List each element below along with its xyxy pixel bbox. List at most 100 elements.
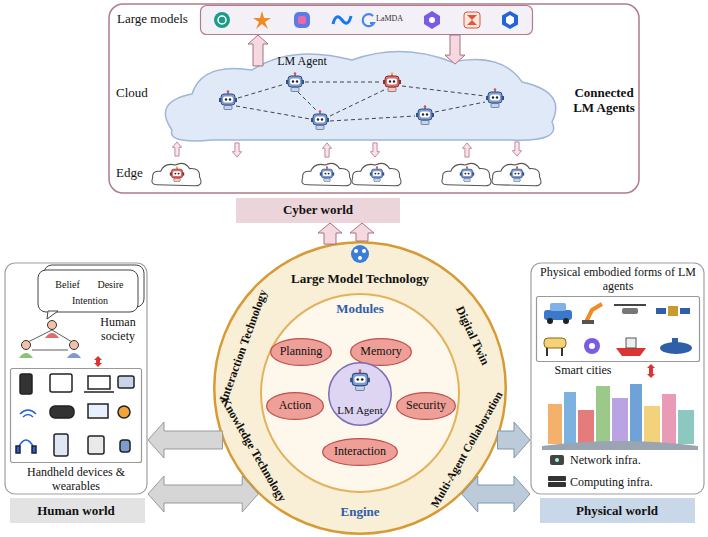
node-text: Cyber world <box>238 203 398 218</box>
node-text: Digital Twin <box>447 292 498 379</box>
node-text: Handheld devices & wearables <box>10 466 142 494</box>
infra-icon <box>550 455 564 465</box>
node-text: Memory <box>350 345 412 359</box>
node-text: Large models <box>117 12 201 27</box>
embodied-icon <box>544 310 572 320</box>
embodied-icon <box>668 306 678 316</box>
smart-city <box>578 410 594 444</box>
brain-icon <box>358 256 362 260</box>
infra-icon <box>555 458 559 462</box>
agent-circle: LM Agent <box>328 362 392 426</box>
device-icon <box>118 376 134 388</box>
edge-cloud <box>170 166 184 181</box>
node-text: Multi-Agent Collaboration <box>419 373 515 527</box>
edge-cloud <box>370 166 384 181</box>
panel-shape <box>108 3 640 223</box>
smart-city <box>630 384 642 444</box>
embodied-icon <box>672 338 678 344</box>
smart-city <box>564 392 576 444</box>
module-circle: ModulesPlanning MemoryAction SecurityInter… <box>260 293 460 493</box>
embodied-icon <box>547 318 553 324</box>
embodied-icon <box>680 308 690 314</box>
embodied-icon <box>546 348 548 356</box>
panel: Cyber world Large modelsCloud <box>108 3 640 223</box>
device-icon <box>88 436 104 454</box>
device-icon <box>20 374 32 394</box>
bdi-ellipse: Intention <box>65 293 116 309</box>
module-ellipse: Action <box>266 392 324 420</box>
brain-icon <box>362 249 366 253</box>
model-logos <box>218 16 226 24</box>
label: Human society <box>90 316 146 344</box>
node-text: Human world <box>11 504 141 519</box>
node-text: Physical world <box>542 504 692 519</box>
edge-cloud <box>320 166 334 181</box>
edge-cloud <box>460 166 474 181</box>
edge-cloud <box>510 166 524 181</box>
device-icon <box>50 406 74 418</box>
module-ellipse: Security <box>396 392 456 420</box>
embodied-box: Physical embodied forms of LM agents <box>536 266 700 362</box>
smart-city <box>542 441 698 450</box>
cloud: Cloud <box>112 42 570 142</box>
module-ellipse: Interaction <box>322 438 398 466</box>
model-logos <box>298 16 306 24</box>
device-box: Handheld devices & wearables <box>10 368 142 494</box>
brain-icon <box>354 249 358 253</box>
node-text: Security <box>396 399 456 413</box>
block-arrow <box>350 223 374 241</box>
model-logos <box>294 12 310 28</box>
module-circle-shape <box>260 293 460 493</box>
model-logos <box>214 12 230 28</box>
smart-city <box>612 398 628 444</box>
node-text: Desire <box>89 279 132 291</box>
label: Smart cities <box>545 364 621 378</box>
device-icon <box>118 406 130 418</box>
brain-icon <box>351 245 369 263</box>
bdi-ellipse: Belief <box>46 277 89 293</box>
person-icon <box>70 341 79 350</box>
embodied-icon <box>626 338 636 348</box>
agent-circle-shape <box>328 362 392 426</box>
smart-city <box>548 404 562 444</box>
model-logos <box>429 17 435 23</box>
person-icon <box>48 321 57 330</box>
node-text: Cloud <box>116 86 152 101</box>
device-icon <box>16 446 20 453</box>
engine-ring: Large Model TechnologyInteraction Techno… <box>213 241 507 535</box>
block-arrow <box>498 422 531 458</box>
smart-city <box>678 410 694 444</box>
node-text: Modules <box>315 302 405 317</box>
person-icon <box>32 350 68 351</box>
embodied-icon <box>656 308 666 314</box>
device-icon <box>54 434 68 456</box>
model-logos <box>467 15 477 25</box>
bdi-ellipse: Desire <box>89 277 132 293</box>
smart-city <box>644 406 660 444</box>
logo-box: Large models <box>115 5 533 35</box>
smart-city <box>662 394 676 444</box>
node-text: Planning <box>270 345 332 359</box>
infra-icon <box>548 482 566 487</box>
block-arrow <box>148 422 223 458</box>
embodied-icon <box>544 338 566 348</box>
node-text: Engine <box>320 505 400 520</box>
device-icon <box>32 446 36 453</box>
model-logos <box>506 15 514 25</box>
node-text: Belief <box>46 279 89 291</box>
embodied-icon <box>563 318 569 324</box>
infra-icon <box>548 476 566 481</box>
node-text: Physical embodied forms of LM agents <box>536 266 700 294</box>
model-logos <box>464 12 480 28</box>
embodied-icon <box>582 320 594 324</box>
label: Edge <box>116 166 150 181</box>
module-ellipse: Memory <box>350 338 412 366</box>
label: Connected LM Agents <box>570 86 638 116</box>
embodied-icon <box>622 308 638 314</box>
node-text: Large Model Technology <box>265 272 455 287</box>
device-icon <box>88 404 108 418</box>
brain-icon <box>351 245 369 263</box>
node-text: LM Agent <box>330 404 390 417</box>
embodied-icon <box>614 304 646 306</box>
label: Computing infra. <box>570 476 690 490</box>
